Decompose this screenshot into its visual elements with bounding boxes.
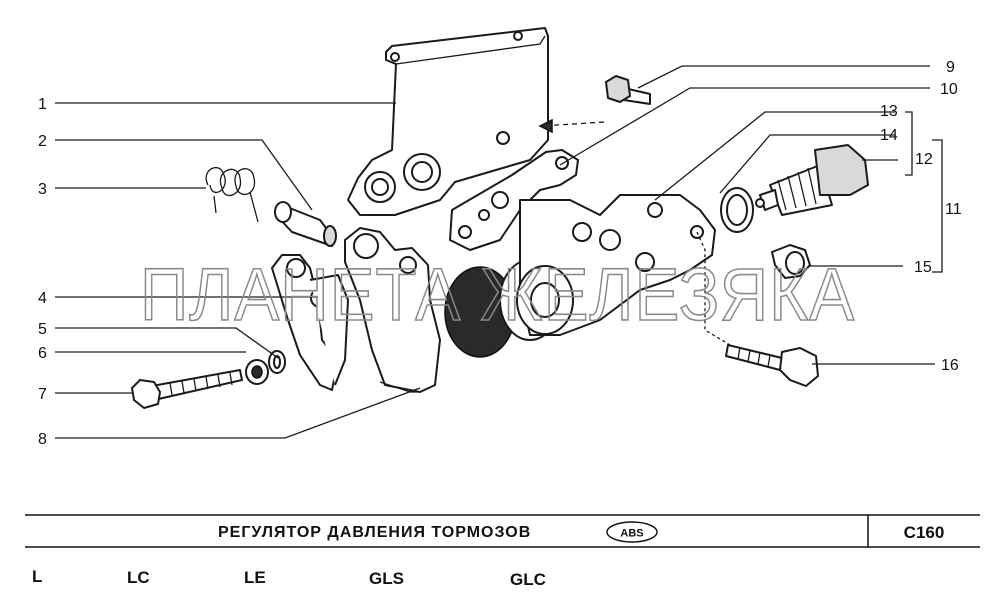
part-pin (274, 201, 337, 247)
part-bracket (347, 27, 549, 216)
callout-14: 14 (880, 127, 898, 144)
callout-8: 8 (38, 431, 47, 448)
callout-10: 10 (940, 81, 958, 98)
callout-11: 11 (945, 201, 962, 218)
callout-1: 1 (38, 96, 47, 113)
part-cap (771, 244, 811, 279)
abs-badge-text: ABS (620, 528, 643, 540)
part-valve-plug (720, 144, 869, 233)
callout-2: 2 (38, 133, 47, 150)
trim-lc: LC (127, 568, 150, 587)
leader-lines (55, 65, 943, 439)
abs-badge: ABS (606, 521, 658, 543)
watermark: ПЛАНЕТА ЖЕЛЕЗЯКА (140, 253, 855, 336)
callout-3: 3 (38, 181, 47, 198)
callout-7: 7 (38, 386, 47, 403)
part-bolt-small (538, 75, 651, 134)
part-bolt-right (725, 344, 819, 387)
callout-9: 9 (946, 59, 955, 76)
part-plate (449, 149, 579, 251)
diagram-code: C160 (904, 523, 945, 542)
callout-13: 13 (880, 103, 898, 120)
callout-6: 6 (38, 345, 47, 362)
diagram-title: РЕГУЛЯТОР ДАВЛЕНИЯ ТОРМОЗОВ (218, 524, 531, 541)
callout-4: 4 (38, 290, 47, 307)
trim-glc: GLC (510, 570, 546, 589)
callout-5: 5 (38, 321, 47, 338)
part-bolt-long (131, 369, 243, 409)
trim-le: LE (244, 568, 266, 587)
part-lever (271, 254, 349, 391)
callout-15: 15 (914, 259, 932, 276)
part-arm (344, 227, 441, 393)
part-washers (245, 350, 286, 385)
callout-12: 12 (915, 151, 933, 168)
title-block: РЕГУЛЯТОР ДАВЛЕНИЯ ТОРМОЗОВ ABS C160 (25, 514, 980, 548)
callout-16: 16 (941, 357, 959, 374)
callout-numbers: 1 2 3 4 5 6 7 8 9 10 11 12 13 14 15 16 (38, 59, 962, 448)
trim-gls: GLS (369, 569, 404, 588)
part-spring (205, 166, 259, 223)
trim-levels: L LC LE GLS GLC (32, 567, 546, 589)
trim-l: L (32, 567, 42, 586)
part-regulator-body (444, 194, 716, 358)
